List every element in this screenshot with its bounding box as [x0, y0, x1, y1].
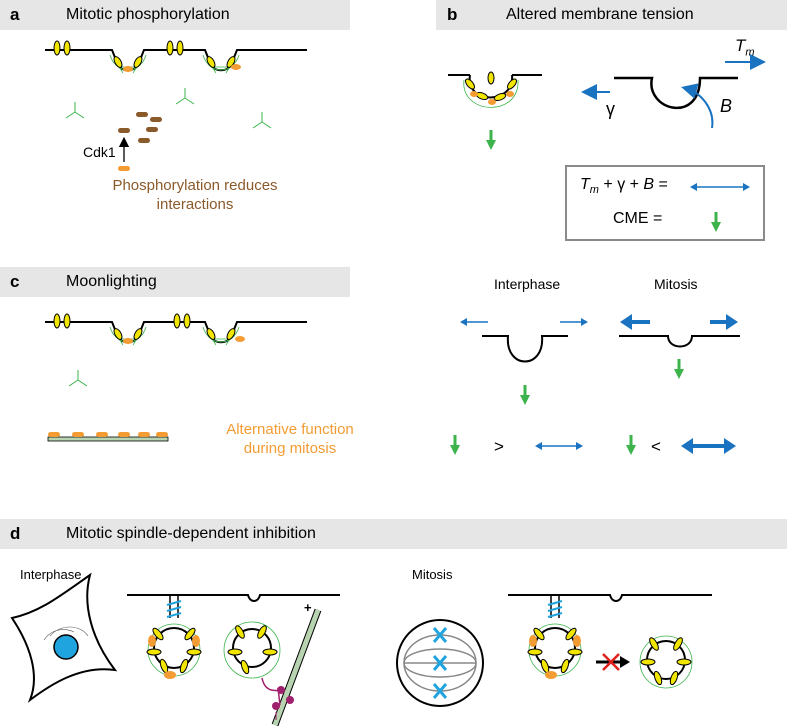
panel-b-mitosis-diagram — [619, 314, 740, 381]
legend-box — [565, 165, 765, 241]
tension-tm-sub: m — [745, 46, 755, 59]
panel-b-legend-symbols — [690, 183, 750, 234]
legend-tm-sub: m — [589, 184, 599, 197]
panel-a-triskelions — [65, 87, 272, 129]
panel-c-membrane — [45, 313, 307, 387]
panel-c-microtubule — [47, 432, 169, 442]
panel-a-letter: a — [10, 5, 20, 24]
kinase-label: Cdk1 — [83, 144, 116, 160]
panel-a-membrane — [45, 40, 307, 74]
greater-than-symbol: > — [494, 437, 504, 456]
panel-d-motor-protein — [261, 677, 294, 720]
legend-gamma-part: + γ + — [598, 176, 644, 193]
panel-d-microtubule — [271, 608, 322, 727]
phosphorylation-note: Phosphorylation reduces interactions — [90, 176, 300, 214]
panel-d-mitosis-vesicle-free — [639, 635, 693, 689]
interphase-label-d: Interphase — [20, 567, 82, 582]
less-than-symbol: < — [651, 437, 661, 456]
bending-label: B — [720, 96, 733, 116]
legend-cme: CME = — [613, 210, 663, 227]
tension-tm-label: Tm — [735, 36, 755, 58]
phosphorylation-note-line2: interactions — [156, 196, 234, 213]
legend-tm-main: T — [580, 176, 590, 193]
panel-b-interphase-diagram — [460, 318, 588, 407]
panel-d-interphase-membrane — [127, 594, 340, 618]
legend-equation: Tm + γ + B = — [580, 176, 668, 196]
panel-b-header — [436, 0, 787, 30]
panel-d-interphase-vesicle-transport — [223, 621, 281, 679]
panel-b-comparison-symbols — [448, 433, 736, 457]
mitosis-label-d: Mitosis — [412, 567, 453, 582]
moonlighting-note: Alternative function during mitosis — [200, 420, 380, 458]
mitosis-label-b: Mitosis — [654, 276, 698, 292]
panel-d-interphase-cell — [10, 572, 118, 703]
panel-c-letter: c — [10, 272, 20, 291]
tension-tm-main: T — [735, 36, 746, 55]
panel-c-title: Moonlighting — [66, 273, 157, 290]
panel-d-title: Mitotic spindle-dependent inhibition — [66, 525, 316, 542]
panel-d-mitotic-cell — [396, 619, 484, 707]
panel-d-header — [0, 519, 787, 549]
panel-d-letter: d — [10, 524, 21, 543]
panel-d-blocked-arrow — [596, 653, 630, 671]
interphase-label-b: Interphase — [494, 276, 561, 292]
microtubule-plus-end: + — [304, 600, 312, 615]
moonlighting-note-line2: during mitosis — [243, 440, 337, 457]
panel-c-header — [0, 267, 350, 297]
panel-d-interphase-vesicle-attached — [146, 623, 202, 679]
panel-b-title: Altered membrane tension — [506, 6, 694, 23]
phosphorylation-note-line1: Phosphorylation reduces — [112, 177, 278, 194]
panel-d-mitosis-membrane — [508, 594, 712, 618]
panel-a-header — [0, 0, 350, 30]
legend-b-part: B — [643, 176, 655, 193]
panel-a-phospho-adaptors — [118, 112, 162, 171]
moonlighting-note-line1: Alternative function — [226, 421, 354, 438]
panel-b-vesicle — [448, 71, 542, 152]
panel-a-title: Mitotic phosphorylation — [66, 6, 230, 23]
legend-equals: = — [654, 176, 668, 193]
panel-b-tension-diagram — [581, 54, 766, 129]
panel-d-mitosis-vesicle-attached — [527, 623, 583, 679]
gamma-label: γ — [606, 99, 615, 119]
panel-b-letter: b — [447, 5, 458, 24]
